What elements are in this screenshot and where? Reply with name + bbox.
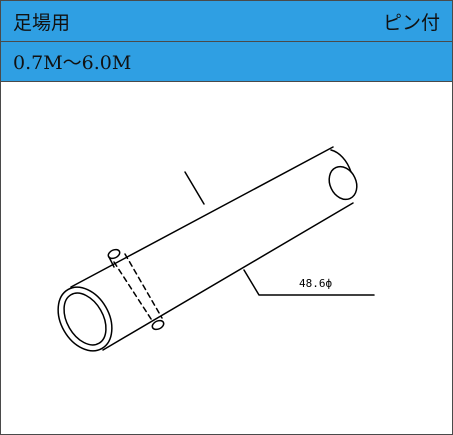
pin-collar-bottom [151,319,165,331]
pin-tag: ピン付 [382,11,440,34]
pin-dashed-left [113,261,154,323]
pipe-illustration: 48.6ф [57,146,375,352]
dimension-leader [243,269,375,296]
pipe-bottom-edge [102,202,354,351]
pipe-near-end-inner [63,292,107,346]
pipe-far-end-rim [330,149,352,173]
pipe-top-edge [70,146,334,288]
size-range: 0.7M～6.0M [13,52,132,74]
dimension-label: 48.6ф [299,277,332,290]
pipe-drawing: 48.6ф [1,82,452,434]
pipe-far-end [328,165,358,201]
leader-top [184,171,205,205]
product-category: 足場用 [13,11,71,34]
pin-dashed-right [124,253,163,319]
pin-collar-line [108,256,115,268]
title-bar: 足場用 ピン付 [1,1,452,42]
size-range-bar: 0.7M～6.0M [1,42,452,82]
pipe-near-end-outer [57,286,113,352]
